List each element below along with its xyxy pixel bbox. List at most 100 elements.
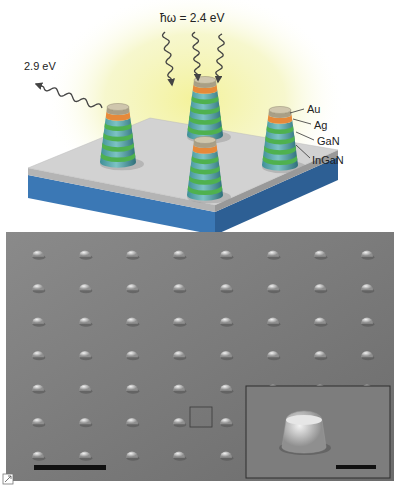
gan-body [262, 120, 298, 171]
nanopillar [100, 103, 144, 170]
gan-body [100, 117, 136, 168]
nanopillar-dot [173, 451, 185, 457]
au-cap [194, 136, 216, 143]
nanopillar-dot [32, 250, 44, 256]
nanopillar-dot [220, 451, 232, 457]
inset-pillar [282, 411, 326, 453]
ingan-stripe [190, 105, 220, 114]
nanopillar-dot [126, 384, 138, 390]
layer-label: Ag [314, 119, 327, 131]
gan-body [187, 150, 223, 201]
ingan-stripe [188, 185, 223, 195]
sem-inset [246, 386, 390, 478]
leader-line [296, 132, 314, 140]
nanopillar-dot [126, 284, 138, 290]
ingan-stripe [102, 142, 134, 152]
nanopillar-dot [361, 317, 373, 323]
nanopillar-dot [32, 317, 44, 323]
photon-arrow [216, 34, 224, 82]
sem-image [6, 232, 394, 481]
ingan-stripe [101, 152, 136, 162]
nanopillar [187, 76, 231, 143]
nanopillar-dot [267, 351, 279, 357]
nanopillar-dot [220, 250, 232, 256]
ingan-stripe [265, 135, 295, 144]
nanopillar-dot [79, 351, 91, 357]
expand-icon-arrow [5, 476, 11, 482]
nanopillar-dot [79, 418, 91, 424]
ingan-stripe [189, 115, 221, 125]
nanopillar-dot [32, 451, 44, 457]
leader-line [296, 145, 310, 158]
au-cap [269, 106, 291, 113]
expand-icon [3, 474, 13, 484]
layer-label: Au [307, 103, 320, 115]
leader-line [293, 119, 311, 124]
nanopillar-dot [361, 250, 373, 256]
nanopillar-dot [173, 284, 185, 290]
nanopillar-dot [126, 317, 138, 323]
nanopillar-dot [314, 317, 326, 323]
leader-line [290, 109, 304, 113]
photon-arrow [163, 32, 173, 85]
nanopillar-dot [314, 250, 326, 256]
energy-label: 2.9 eV [24, 60, 56, 72]
nanopillar-dot [220, 317, 232, 323]
nanopillar-dot [173, 384, 185, 390]
nanopillar-dot [32, 284, 44, 290]
nanopillar [262, 106, 306, 173]
nanopillar-dot [267, 317, 279, 323]
ingan-stripe [263, 155, 298, 165]
nanopillar-dot [79, 384, 91, 390]
nanopillar-dot [361, 284, 373, 290]
nanopillar-dot [220, 351, 232, 357]
nanopillar [187, 136, 231, 203]
ingan-stripe [189, 175, 221, 185]
photon-arrow [36, 84, 102, 108]
nanopillar-dot [314, 351, 326, 357]
substrate-top [28, 118, 338, 205]
scale-bar [34, 465, 106, 470]
nanopillar-dot [314, 284, 326, 290]
ingan-stripe [266, 125, 293, 134]
nanopillar-dot [126, 351, 138, 357]
nanopillar-dot [173, 351, 185, 357]
nanopillar-dot [32, 351, 44, 357]
nanopillar-dot [361, 351, 373, 357]
ingan-stripe [188, 125, 223, 135]
ingan-stripe [104, 122, 131, 131]
energy-label: ħω = 2.4 eV [160, 12, 224, 25]
layer-label: InGaN [312, 154, 344, 166]
nanopillar-dot [79, 317, 91, 323]
ingan-stripe [264, 145, 296, 155]
nanopillar-dot [126, 250, 138, 256]
nanopillar-dot [126, 418, 138, 424]
zoom-marker [190, 407, 212, 427]
layer-label: GaN [317, 135, 340, 147]
nanopillar-dot [267, 250, 279, 256]
nanopillar-dot [79, 284, 91, 290]
au-cap [107, 103, 129, 110]
nanopillar-dot [32, 384, 44, 390]
nanopillar-dot [220, 384, 232, 390]
gan-body [187, 90, 223, 141]
ingan-stripe [190, 165, 220, 174]
inset-pillar-top [286, 415, 322, 425]
nanopillar-dot [79, 451, 91, 457]
nanopillar-dot [173, 317, 185, 323]
nanopillar-dot [173, 418, 185, 424]
nanopillar-dot [220, 284, 232, 290]
photon-arrow [192, 32, 200, 80]
nanopillar-dot [32, 418, 44, 424]
ingan-stripe [191, 155, 218, 164]
nanopillar-dot [220, 418, 232, 424]
ingan-stripe [191, 95, 218, 104]
nanopillar-dot [79, 250, 91, 256]
ingan-stripe [103, 132, 133, 141]
nanopillar-dot [267, 284, 279, 290]
nanopillar-dot [126, 451, 138, 457]
scale-bar [336, 465, 376, 469]
